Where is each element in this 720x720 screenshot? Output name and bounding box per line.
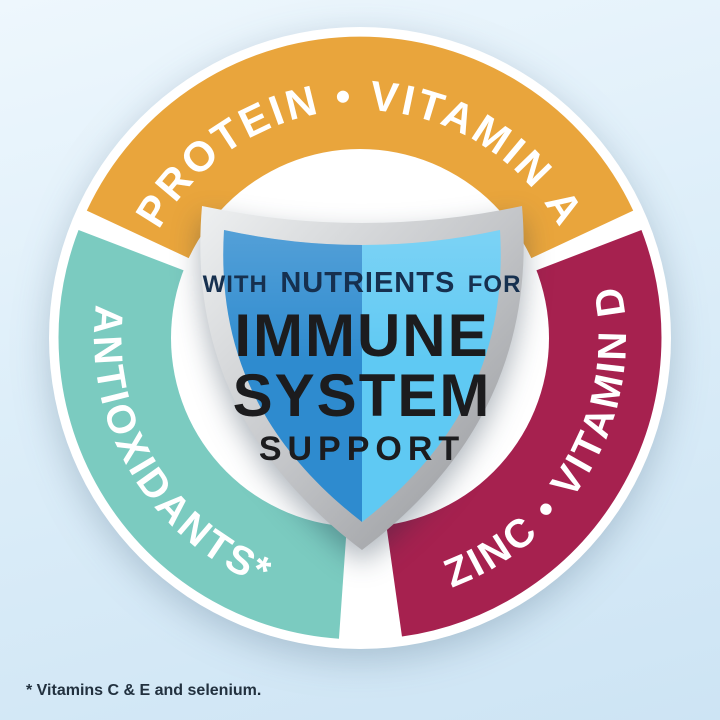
shield-line-nutrients: WITH NUTRIENTS FOR xyxy=(203,267,522,299)
ring-segment-antioxidants xyxy=(58,230,348,639)
ring-segment-protein-vitamin-a xyxy=(86,36,634,260)
ring-segment-zinc-vitamin-d xyxy=(385,230,662,637)
shield-word-immune: IMMUNE xyxy=(234,302,489,369)
shield-word-with: WITH xyxy=(203,271,268,298)
shield-word-for: FOR xyxy=(468,271,522,298)
shield-word-nutrients: NUTRIENTS xyxy=(280,267,455,299)
shield-word-support: SUPPORT xyxy=(259,430,465,468)
footnote-vitamins: * Vitamins C & E and selenium. xyxy=(26,682,261,699)
shield-word-system: SYSTEM xyxy=(233,362,492,429)
